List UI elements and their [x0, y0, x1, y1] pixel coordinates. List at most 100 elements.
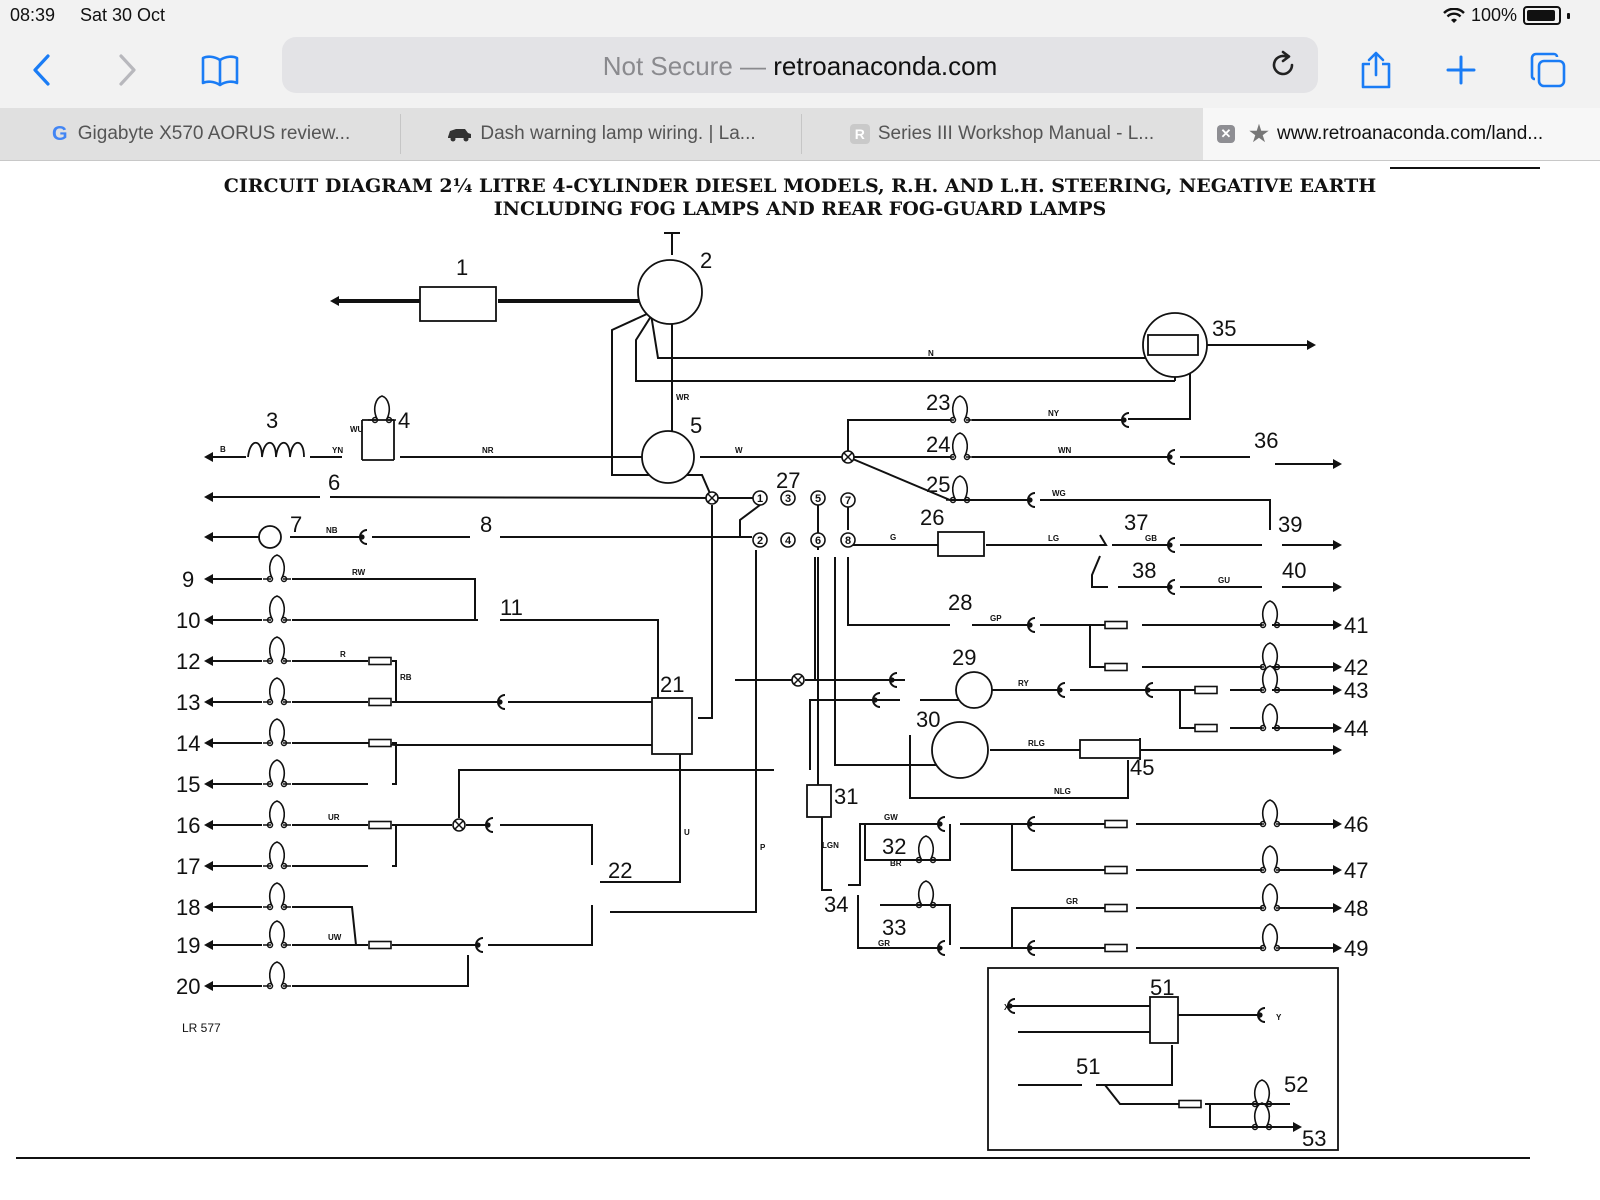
- fuse-6: 6: [815, 535, 821, 547]
- resistor-4: [361, 419, 395, 461]
- label-22: 22: [608, 858, 632, 883]
- wire-u: U: [684, 828, 690, 837]
- number-labels: 1 2 3 4 5 6 7 8 11 21 22 23 24 25 26 27 …: [176, 248, 1368, 1151]
- wire-nb: NB: [326, 526, 338, 535]
- tab-strip: G Gigabyte X570 AORUS review... Dash war…: [0, 108, 1600, 161]
- wire-r: R: [340, 650, 346, 659]
- label-21: 21: [660, 672, 684, 697]
- wire-gp: GP: [990, 614, 1002, 623]
- address-bar[interactable]: Not Secure — retroanaconda.com: [282, 37, 1318, 93]
- label-19: 19: [176, 933, 200, 958]
- circuit-diagram: 1 2 3 4 5 6 7 8 11 21 22 23 24 25 26 27 …: [16, 167, 1540, 1159]
- label-3: 3: [266, 408, 278, 433]
- close-tab-icon[interactable]: ✕: [1217, 125, 1235, 143]
- wire-y: Y: [1276, 1013, 1282, 1022]
- tab-label: www.retroanaconda.com/land...: [1277, 123, 1544, 144]
- reload-icon[interactable]: [1268, 50, 1298, 80]
- label-6: 6: [328, 470, 340, 495]
- tab-dash-warning[interactable]: Dash warning lamp wiring. | La...: [401, 108, 801, 160]
- label-38: 38: [1132, 558, 1156, 583]
- tab-separator: [801, 114, 802, 154]
- url-security-label: Not Secure —: [602, 51, 767, 81]
- back-button[interactable]: [18, 46, 66, 94]
- label-51b: 51: [1076, 1054, 1100, 1079]
- fuse-number-labels: 1 2 3 4 5 6 7 8: [757, 493, 851, 547]
- fuse-8: 8: [845, 535, 851, 547]
- label-35: 35: [1212, 316, 1236, 341]
- wire-g: G: [890, 533, 896, 542]
- tab-label: Series III Workshop Manual - L...: [877, 123, 1155, 144]
- label-8: 8: [480, 512, 492, 537]
- label-10: 10: [176, 608, 200, 633]
- tab-retroanaconda-active[interactable]: ✕ ★ www.retroanaconda.com/land...: [1203, 108, 1600, 160]
- fuse-2: 2: [757, 535, 763, 547]
- label-20: 20: [176, 974, 200, 999]
- browser-toolbar: Not Secure — retroanaconda.com: [0, 32, 1600, 108]
- crossed-joints: [452, 450, 855, 832]
- star-icon: ★: [1249, 121, 1269, 146]
- label-13: 13: [176, 690, 200, 715]
- forward-button[interactable]: [103, 46, 151, 94]
- wire-gu: GU: [1218, 576, 1230, 585]
- label-33: 33: [882, 915, 906, 940]
- relay-51: [1149, 996, 1179, 1044]
- url-domain: retroanaconda.com: [773, 51, 998, 81]
- component-45: [1079, 739, 1141, 759]
- google-icon: G: [51, 122, 68, 145]
- label-37: 37: [1124, 510, 1148, 535]
- wire-wn: WN: [1058, 446, 1072, 455]
- share-icon: [1361, 51, 1391, 89]
- label-26: 26: [920, 505, 944, 530]
- tab-separator: [400, 114, 401, 154]
- connectors: [358, 412, 1266, 1023]
- components: [16, 167, 1540, 1159]
- wire-gr-2: GR: [878, 939, 890, 948]
- starter-switch-2: [637, 259, 703, 325]
- bookmarks-button[interactable]: [196, 46, 244, 94]
- battery-tip: [1567, 12, 1570, 19]
- label-28: 28: [948, 590, 972, 615]
- tab-gigabyte[interactable]: G Gigabyte X570 AORUS review...: [0, 108, 400, 160]
- back-icon: [33, 54, 50, 86]
- label-36: 36: [1254, 428, 1278, 453]
- wire-wr: WR: [676, 393, 690, 402]
- wire-nlg: NLG: [1054, 787, 1071, 796]
- new-tab-icon: [1446, 55, 1476, 85]
- label-2: 2: [700, 248, 712, 273]
- label-1: 1: [456, 255, 468, 280]
- label-45: 45: [1130, 755, 1154, 780]
- status-time: 08:39: [10, 5, 56, 25]
- diagram-title-line1: CIRCUIT DIAGRAM 2¼ LITRE 4-CYLINDER DIES…: [223, 175, 1377, 197]
- label-30: 30: [916, 707, 940, 732]
- share-button[interactable]: [1352, 46, 1400, 94]
- label-7: 7: [290, 512, 302, 537]
- alternator-terminal-block: [1147, 334, 1199, 356]
- car-icon: [446, 124, 472, 144]
- wire-ry: RY: [1018, 679, 1029, 688]
- label-43: 43: [1344, 678, 1368, 703]
- fuse-box-21: [651, 697, 693, 755]
- wire-gw: GW: [884, 813, 898, 822]
- wire-x: X: [1004, 1003, 1010, 1012]
- tab-series-iii-manual[interactable]: R Series III Workshop Manual - L...: [802, 108, 1202, 160]
- label-18: 18: [176, 895, 200, 920]
- component-31: [806, 784, 832, 818]
- tabs-overview-button[interactable]: [1524, 46, 1572, 94]
- resistors: [368, 620, 1218, 1109]
- label-5: 5: [690, 413, 702, 438]
- wire-wg: WG: [1052, 489, 1066, 498]
- battery-1: [419, 286, 497, 322]
- wire-rw: RW: [352, 568, 366, 577]
- fuse-terminals: [752, 490, 856, 548]
- label-14: 14: [176, 731, 200, 756]
- fuse-3: 3: [785, 493, 791, 505]
- tabs-overview-icon: [1530, 52, 1566, 88]
- label-53: 53: [1302, 1126, 1326, 1151]
- wire-br: BR: [890, 859, 902, 868]
- fuse-4: 4: [785, 535, 792, 547]
- new-tab-button[interactable]: [1437, 46, 1485, 94]
- label-4: 4: [398, 408, 410, 433]
- wire-nr: NR: [482, 446, 494, 455]
- diagram-title-line2: INCLUDING FOG LAMPS AND REAR FOG-GUARD L…: [493, 198, 1107, 220]
- label-40: 40: [1282, 558, 1306, 583]
